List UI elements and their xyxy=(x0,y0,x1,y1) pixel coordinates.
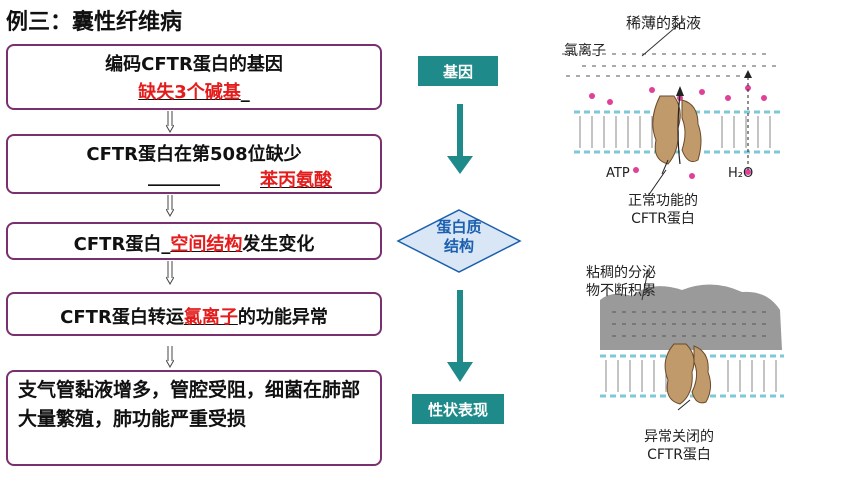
small-down-arrow-icon xyxy=(166,346,174,368)
protein-label-line2: 结构 xyxy=(443,237,474,255)
symptom-text: 支气管黏液增多，管腔受阻，细菌在肺部大量繁殖，肺功能严重受损 xyxy=(18,379,361,430)
structure-box: CFTR蛋白_空间结构发生变化 xyxy=(6,222,382,260)
symptom-box: 支气管黏液增多，管腔受阻，细菌在肺部大量繁殖，肺功能严重受损 xyxy=(6,370,382,466)
thin-mucus-label: 稀薄的黏液 xyxy=(626,14,702,32)
protein-label-line1: 蛋白质 xyxy=(436,218,482,236)
membrane-top xyxy=(574,110,782,154)
page-title: 例三：囊性纤维病 xyxy=(6,10,183,35)
atp-label: ATP xyxy=(606,166,630,181)
function-pre: CFTR蛋白转运 xyxy=(60,307,184,328)
structure-post: 发生变化 xyxy=(242,234,315,255)
trait-label: 性状表现 xyxy=(412,394,504,424)
normal-cftr-line2: CFTR蛋白 xyxy=(631,211,695,227)
normal-cftr-line1: 正常功能的 xyxy=(628,193,698,209)
gene-answer: 缺失3个碱基 xyxy=(138,82,241,103)
gene-label: 基因 xyxy=(418,56,498,86)
cftr-figure: 稀薄的黏液 氯离子 ATP H₂O 正常功能的 CFTR蛋白 粘稠的分泌 物不断… xyxy=(552,0,860,484)
structure-answer: 空间结构 xyxy=(170,234,243,255)
amino-acid-box: CFTR蛋白在第508位缺少 ________ 苯丙氨酸 xyxy=(6,134,382,194)
thick-secretion-line1: 粘稠的分泌 xyxy=(586,265,656,281)
h2o-label: H₂O xyxy=(728,166,754,181)
protein-structure-label: 蛋白质 结构 xyxy=(426,218,492,256)
structure-pre: CFTR蛋白_ xyxy=(73,234,171,255)
thick-secretion-label: 粘稠的分泌 物不断积累 xyxy=(586,264,656,300)
amino-acid-blank: ________ xyxy=(148,166,220,187)
teal-down-arrow-icon xyxy=(447,104,473,174)
amino-acid-answer: 苯丙氨酸 xyxy=(260,170,332,191)
abnormal-cftr-line1: 异常关闭的 xyxy=(644,429,714,445)
function-post: 的功能异常 xyxy=(237,307,328,328)
abnormal-cftr-line2: CFTR蛋白 xyxy=(647,447,711,463)
function-box: CFTR蛋白转运氯离子的功能异常 xyxy=(6,292,382,336)
normal-cftr-label: 正常功能的 CFTR蛋白 xyxy=(628,192,698,228)
chloride-label: 氯离子 xyxy=(564,43,606,59)
function-answer: 氯离子 xyxy=(183,307,238,328)
small-down-arrow-icon xyxy=(166,111,174,133)
gene-box-text: 编码CFTR蛋白的基因 xyxy=(105,54,283,75)
small-down-arrow-icon xyxy=(166,261,174,285)
abnormal-cftr-label: 异常关闭的 CFTR蛋白 xyxy=(644,428,714,464)
gene-answer-tail: _ xyxy=(240,82,250,103)
small-down-arrow-icon xyxy=(166,195,174,217)
amino-acid-text: CFTR蛋白在第508位缺少 xyxy=(86,144,302,165)
membrane-diagram xyxy=(562,19,784,411)
teal-down-arrow-icon xyxy=(447,290,473,382)
thick-secretion-line2: 物不断积累 xyxy=(586,283,656,299)
protein-diamond-icon xyxy=(396,209,522,273)
gene-box: 编码CFTR蛋白的基因 缺失3个碱基_ xyxy=(6,44,382,110)
